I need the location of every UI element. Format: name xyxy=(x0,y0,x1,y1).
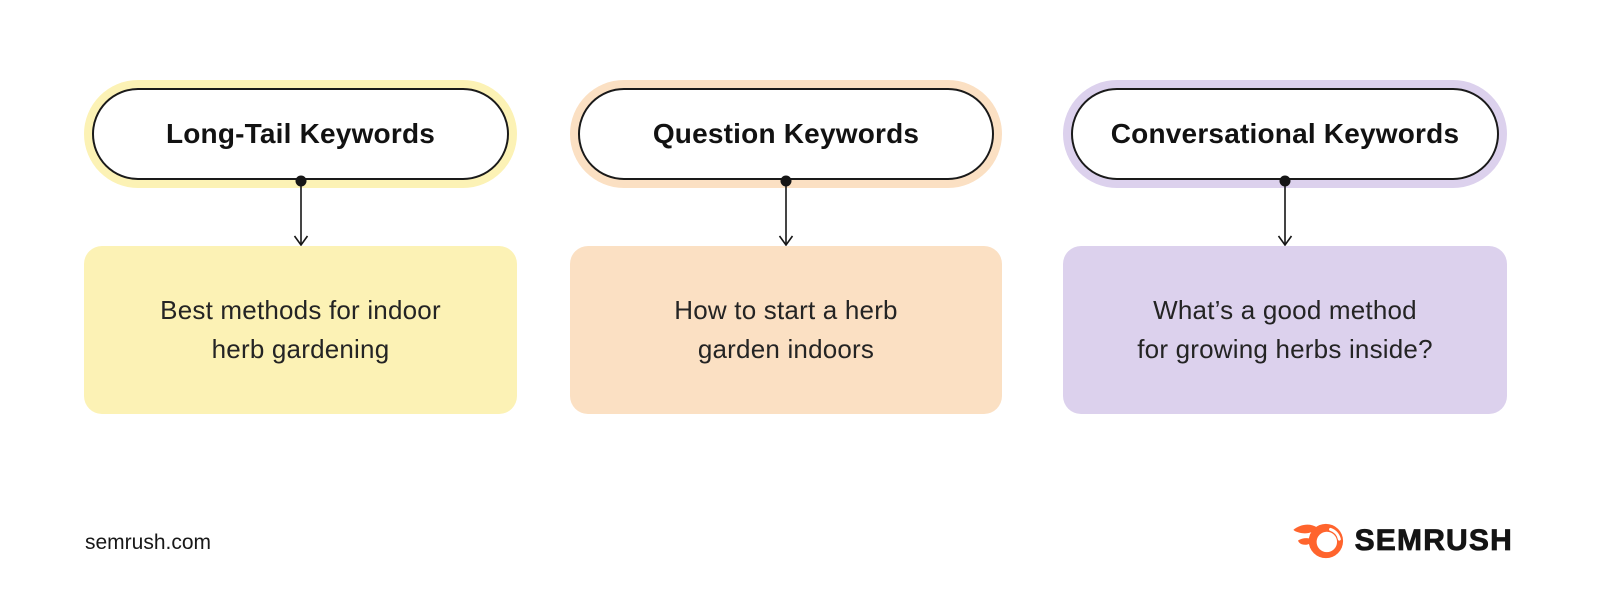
example-keyword-line: How to start a herb xyxy=(674,295,898,325)
example-keyword-card: How to start a herb garden indoors xyxy=(570,246,1002,414)
column-long-tail-keywords: Long-Tail Keywords Best methods for indo… xyxy=(84,80,517,420)
keyword-type-pill: Long-Tail Keywords xyxy=(84,80,517,188)
column-question-keywords: Question Keywords How to start a herb ga… xyxy=(570,80,1002,420)
arrow-down-icon xyxy=(293,175,308,247)
semrush-wordmark: SEMRUSH xyxy=(1354,524,1513,558)
keyword-type-pill: Question Keywords xyxy=(570,80,1002,188)
keyword-type-pill-inner: Long-Tail Keywords xyxy=(92,88,509,180)
example-keyword-line: Best methods for indoor xyxy=(160,295,441,325)
keyword-type-title: Conversational Keywords xyxy=(1110,118,1460,149)
arrow-down-icon xyxy=(778,175,794,247)
example-keyword-line: garden indoors xyxy=(697,334,875,364)
keyword-type-pill: Conversational Keywords xyxy=(1063,80,1507,188)
example-keyword-card: What’s a good method for growing herbs i… xyxy=(1063,246,1507,414)
keyword-type-pill-inner: Conversational Keywords xyxy=(1071,88,1499,180)
example-keyword-line: What’s a good method xyxy=(1153,295,1417,325)
semrush-logo: SEMRUSH xyxy=(1292,520,1513,562)
keyword-type-title: Question Keywords xyxy=(652,118,920,149)
keyword-type-title: Long-Tail Keywords xyxy=(165,118,436,149)
semrush-flame-icon xyxy=(1292,523,1343,559)
source-url: semrush.com xyxy=(85,531,212,554)
arrow-down-icon xyxy=(1277,175,1293,247)
column-conversational-keywords: Conversational Keywords What’s a good me… xyxy=(1063,80,1507,420)
example-keyword-card: Best methods for indoor herb gardening xyxy=(84,246,517,414)
example-keyword-line: herb gardening xyxy=(211,334,390,364)
example-keyword-line: for growing herbs inside? xyxy=(1137,334,1433,364)
keyword-type-pill-inner: Question Keywords xyxy=(578,88,994,180)
